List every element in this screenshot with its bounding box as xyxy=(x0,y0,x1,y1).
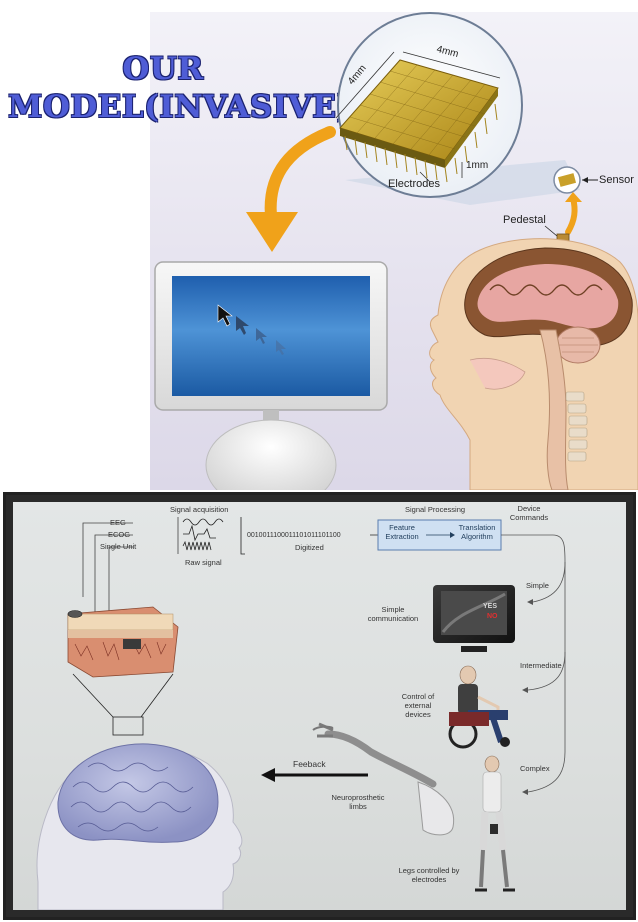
communication-tv xyxy=(433,585,515,652)
electrodes-label: Electrodes xyxy=(388,178,440,190)
raw-signal-label: Raw signal xyxy=(185,558,222,567)
monitor-screen xyxy=(172,276,370,396)
device-commands-label: Device Commands xyxy=(507,504,551,522)
top-illustration-panel: Our Model(Invasive) xyxy=(0,0,638,490)
feedback-label: Feeback xyxy=(293,760,326,769)
simple-label: Simple xyxy=(526,581,549,590)
intermediate-label: Intermediate xyxy=(520,661,562,670)
cortex-block xyxy=(68,607,178,677)
sensor-label: Sensor xyxy=(599,174,634,186)
eeg-electrode xyxy=(68,611,82,618)
neuroprosthetic-limbs-label: Neuroprosthetic limbs xyxy=(329,793,387,811)
bottom-bci-diagram-panel: Signal acquisition Signal Processing Dev… xyxy=(3,492,636,920)
prosthetic-legs-person xyxy=(475,756,515,890)
top-illustration-svg xyxy=(0,0,638,490)
bci-diagram-background: Signal acquisition Signal Processing Dev… xyxy=(13,502,626,910)
head-brain-cross-section xyxy=(430,239,638,490)
digitized-bits-label: 0010011100011101011101100 xyxy=(247,531,341,540)
feedback-arrow xyxy=(261,768,368,782)
human-head-brain xyxy=(37,744,242,910)
bci-diagram-svg xyxy=(13,502,626,910)
complex-label: Complex xyxy=(520,764,550,773)
tv-yes-label: YES xyxy=(483,602,497,611)
raw-signal-waveforms xyxy=(183,517,245,554)
pedestal-label: Pedestal xyxy=(503,214,546,226)
orange-arrow-to-sensor xyxy=(565,192,582,232)
computer-monitor xyxy=(155,262,387,490)
ecog-label: ECOG xyxy=(108,530,130,539)
eeg-label: EEG xyxy=(110,518,126,527)
dim-depth-label: 1mm xyxy=(466,160,488,171)
tv-no-label: NO xyxy=(487,612,498,621)
neuroprosthetic-arm xyxy=(313,724,454,835)
signal-processing-label: Signal Processing xyxy=(405,505,465,514)
simple-communication-label: Simple communication xyxy=(363,605,423,623)
digitized-label: Digitized xyxy=(295,543,324,552)
control-external-devices-label: Control of external devices xyxy=(397,692,439,719)
translation-algorithm-label: Translation Algorithm xyxy=(453,523,501,541)
wheelchair-user xyxy=(449,666,510,747)
legs-controlled-label: Legs controlled by electrodes xyxy=(397,866,461,884)
orange-arrow-to-monitor xyxy=(246,132,330,252)
signal-acquisition-label: Signal acquisition xyxy=(170,505,228,514)
feature-extraction-label: Feature Extraction xyxy=(379,523,425,541)
single-unit-label: Single Unit xyxy=(100,542,136,551)
